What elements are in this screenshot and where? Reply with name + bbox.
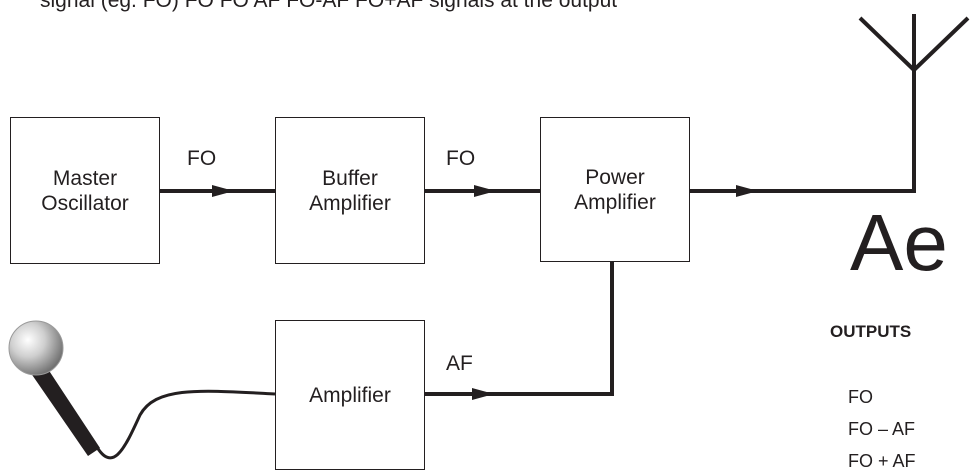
- outputs-heading: OUTPUTS: [830, 322, 912, 341]
- buffer-amplifier-label-1: Buffer: [322, 166, 378, 190]
- signal-label-fo-2: FO: [446, 147, 476, 170]
- buffer-amplifier-label-2: Amplifier: [309, 191, 391, 215]
- power-amplifier-label-2: Amplifier: [574, 190, 656, 214]
- signal-label-fo-1: FO: [187, 147, 217, 170]
- microphone-cable: [92, 389, 276, 460]
- antenna-icon: [858, 14, 970, 72]
- output-item-fo-plus-af: FO + AF: [848, 451, 916, 471]
- amplifier-label: Amplifier: [309, 383, 391, 407]
- header-text: signal (eg. FO) FO FO AF FO-AF FO+AF sig…: [40, 0, 618, 12]
- power-amplifier-block: Power Amplifier: [540, 117, 690, 262]
- output-item-fo-minus-af: FO – AF: [848, 419, 916, 439]
- signal-label-af: AF: [446, 352, 473, 375]
- microphone-icon: [8, 320, 100, 456]
- output-item-fo: FO: [848, 387, 873, 407]
- amplifier-block: Amplifier: [275, 320, 425, 470]
- power-amplifier-label-1: Power: [585, 165, 645, 189]
- master-oscillator-block: Master Oscillator: [10, 117, 160, 264]
- arrow-power-antenna: [736, 185, 758, 197]
- arrow-mo-buffer: [212, 185, 234, 197]
- master-oscillator-label-2: Oscillator: [41, 191, 129, 215]
- master-oscillator-label-1: Master: [52, 166, 118, 190]
- arrow-amp-power: [472, 388, 494, 400]
- buffer-amplifier-block: Buffer Amplifier: [275, 117, 425, 264]
- aerial-label: Ae: [850, 198, 948, 287]
- arrow-buffer-power: [474, 185, 496, 197]
